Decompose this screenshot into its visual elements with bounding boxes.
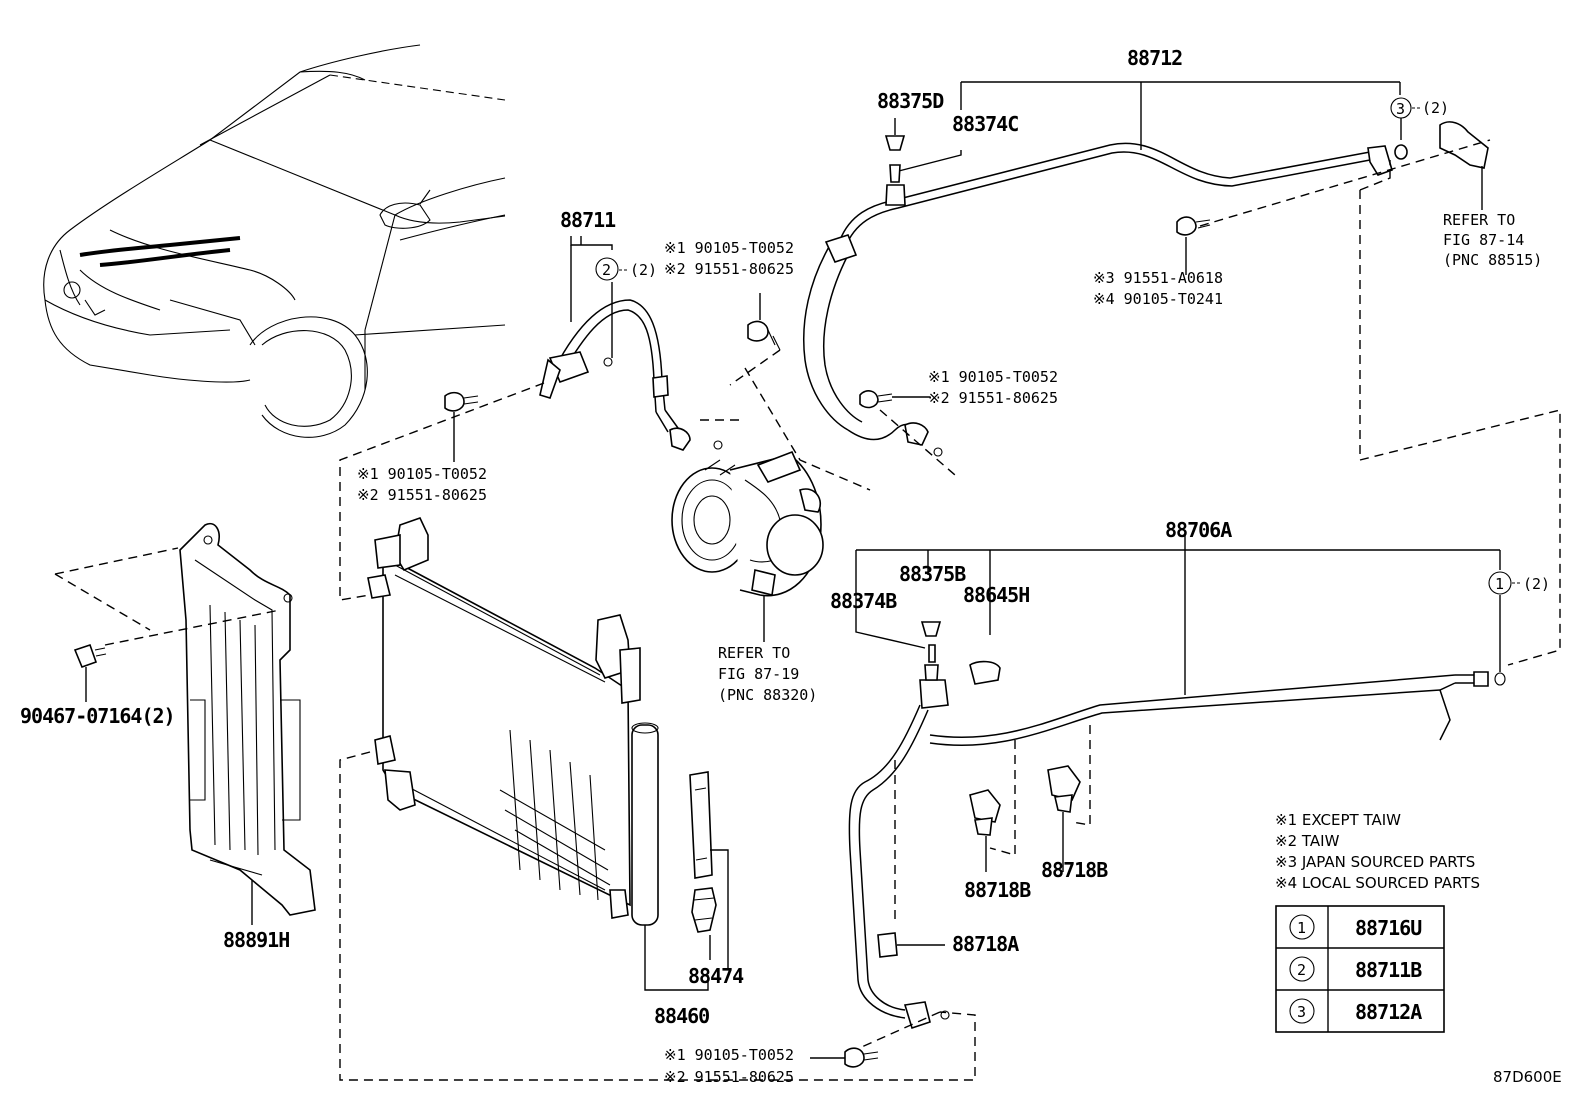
diagram-code: 87D600E (1493, 1068, 1562, 1086)
note-bottom-line1: ※1 90105-T0052 (664, 1046, 794, 1064)
filter-88474-illustration (689, 771, 729, 968)
radiator-seal-88891H-illustration (54, 523, 316, 925)
compressor-refer-line1: REFER TO (718, 644, 790, 662)
hose-88712-assembly: 3 (2) (802, 81, 1561, 666)
note-bottom-line2: ※2 91551-80625 (664, 1068, 794, 1086)
part-88375D-label: 88375D (877, 89, 944, 113)
circle-ref-1-qty: (2) (1523, 575, 1550, 593)
part-88711-label: 88711 (560, 208, 616, 232)
compressor-refer-line2: FIG 87-19 (718, 665, 799, 683)
condenser-88460-illustration (339, 517, 976, 1081)
note-left-line1: ※1 90105-T0052 (357, 465, 487, 483)
note-hose-bolt-line1: ※1 90105-T0052 (928, 368, 1058, 386)
note-hose-bolt-line2: ※2 91551-80625 (928, 389, 1058, 407)
hose-88711-assembly: 2 (2) (339, 236, 871, 601)
legend-table: 1 88716U 2 88711B 3 88712A (1275, 905, 1445, 1033)
part-88706A-label: 88706A (1165, 518, 1232, 542)
part-88374B-label: 88374B (830, 589, 897, 613)
circle-ref-1: 1 (1495, 575, 1504, 593)
part-88375B-label: 88375B (899, 562, 966, 586)
part-88374C-label: 88374C (952, 112, 1018, 136)
legend-row1-num: 1 (1297, 919, 1306, 937)
vehicle-outline-illustration (43, 44, 506, 438)
note-a0618-line1: ※3 91551-A0618 (1093, 269, 1223, 287)
part-88891H-label: 88891H (223, 928, 289, 952)
part-88712-label: 88712 (1127, 46, 1182, 70)
footnote-1: ※1 EXCEPT TAIW (1275, 811, 1401, 829)
footnote-2: ※2 TAIW (1275, 832, 1340, 850)
footnote-3: ※3 JAPAN SOURCED PARTS (1275, 853, 1475, 871)
part-88718B-label-right: 88718B (1041, 858, 1108, 882)
legend-row3-num: 3 (1297, 1003, 1306, 1021)
legend-row2-num: 2 (1297, 961, 1306, 979)
compressor-illustration (671, 450, 824, 642)
part-90467-label: 90467-07164(2) (20, 704, 175, 728)
legend-row1-part: 88716U (1355, 916, 1421, 940)
pipe-88706A-assembly: 1 (2) (848, 535, 1550, 1030)
circle-ref-2: 2 (602, 261, 611, 279)
circle-ref-3-qty: (2) (1422, 99, 1449, 117)
footnote-4: ※4 LOCAL SOURCED PARTS (1275, 874, 1480, 892)
legend-row3-part: 88712A (1355, 1000, 1422, 1024)
circle-ref-3: 3 (1396, 100, 1405, 118)
bottom-bolt-illustration (810, 1047, 879, 1068)
top-right-refer-line2: FIG 87-14 (1443, 231, 1524, 249)
legend-row2-part: 88711B (1355, 958, 1422, 982)
compressor-refer-line3: (PNC 88320) (718, 686, 817, 704)
part-88645H-label: 88645H (963, 583, 1029, 607)
footnotes: ※1 EXCEPT TAIW ※2 TAIW ※3 JAPAN SOURCED … (1275, 811, 1480, 892)
note-a0618-line2: ※4 90105-T0241 (1093, 290, 1223, 308)
top-right-refer-line1: REFER TO (1443, 211, 1515, 229)
part-88460-label: 88460 (654, 1004, 709, 1028)
part-88718B-label-left: 88718B (964, 878, 1031, 902)
note-left-line2: ※2 91551-80625 (357, 486, 487, 504)
part-88718A-label: 88718A (952, 932, 1019, 956)
part-88474-label: 88474 (688, 964, 744, 988)
circle-ref-2-qty: (2) (630, 261, 657, 279)
note-top-mid-line1: ※1 90105-T0052 (664, 239, 794, 257)
note-top-mid-line2: ※2 91551-80625 (664, 260, 794, 278)
top-right-refer-line3: (PNC 88515) (1443, 251, 1542, 269)
